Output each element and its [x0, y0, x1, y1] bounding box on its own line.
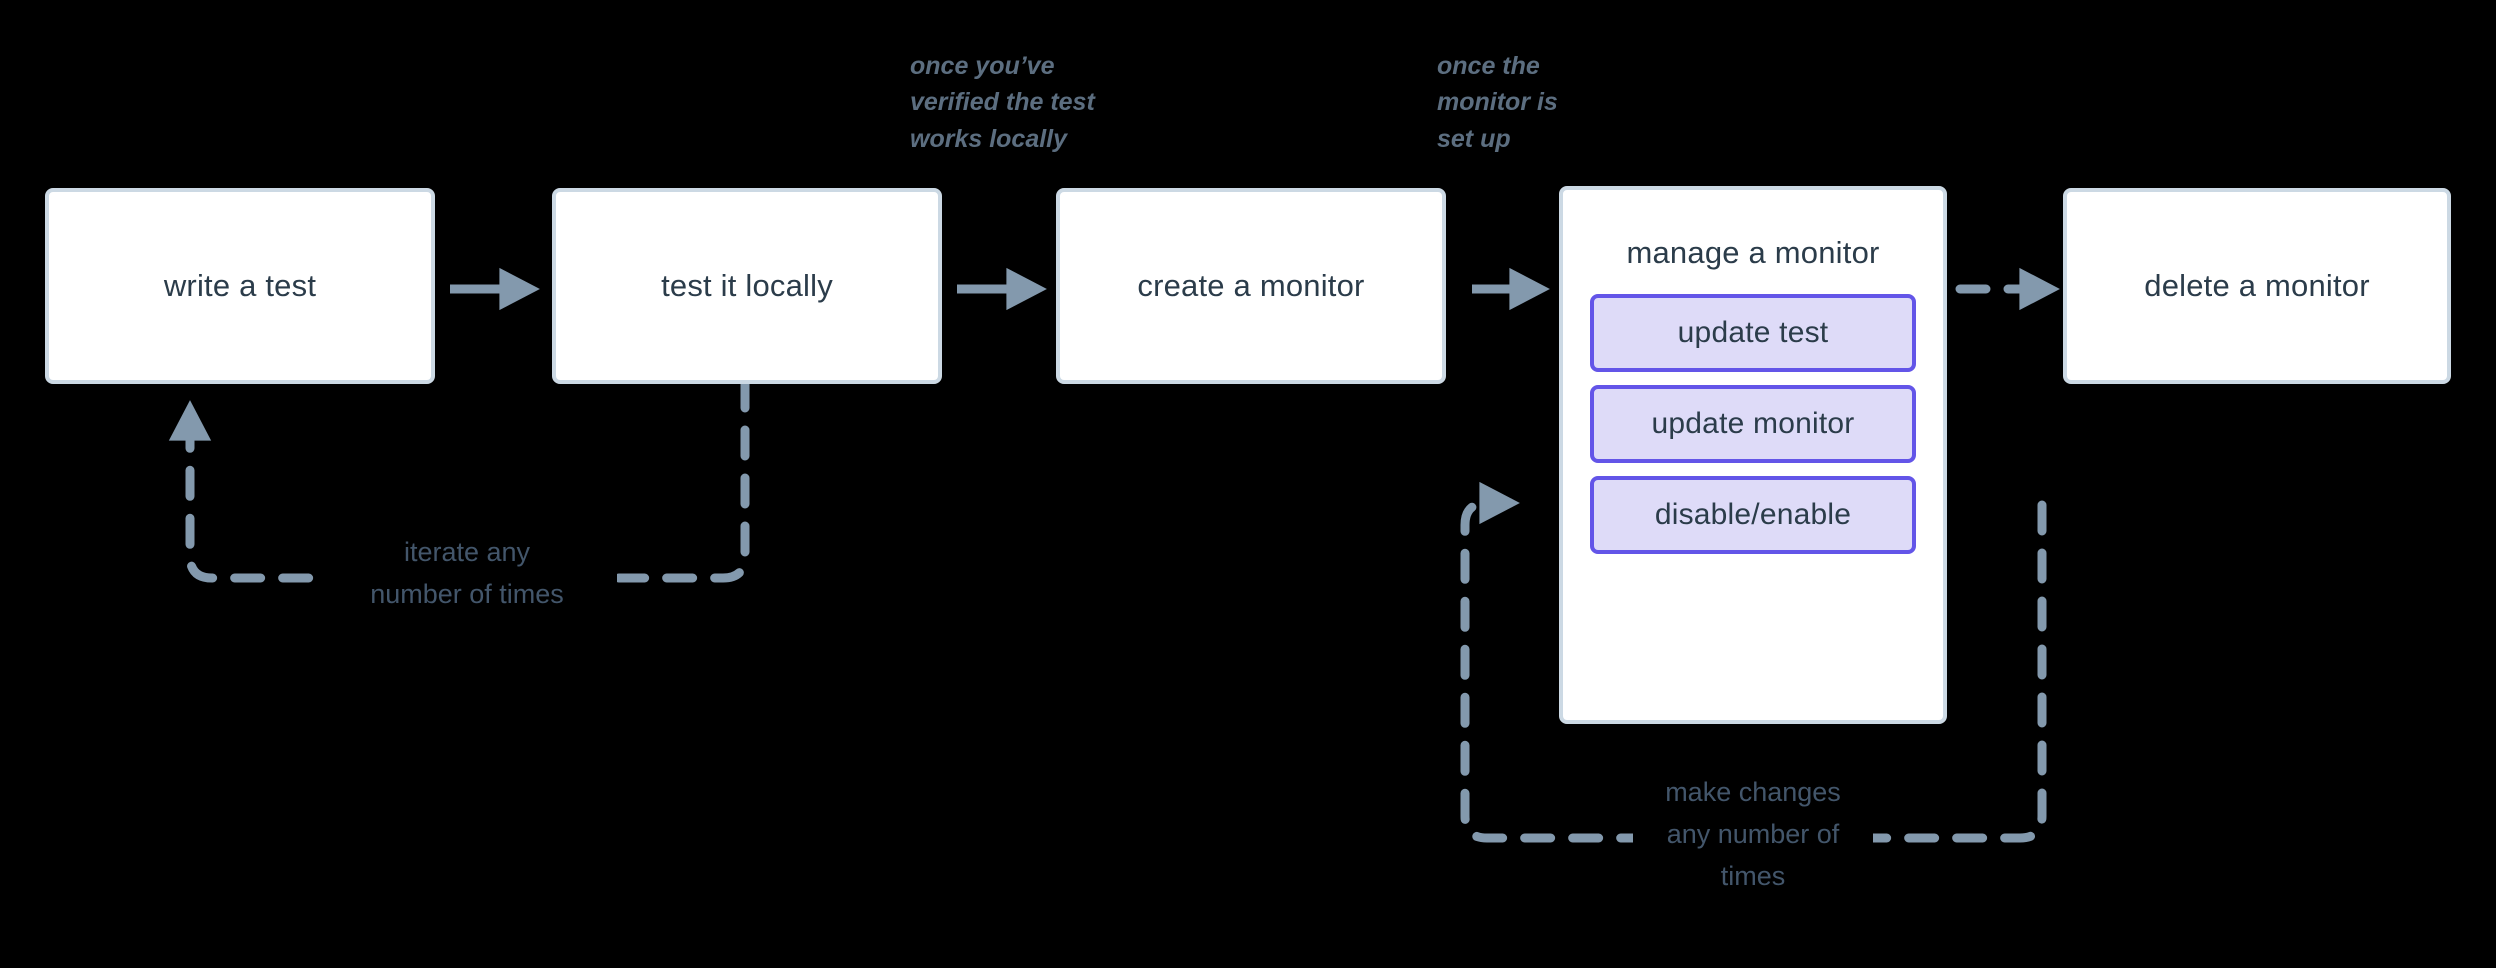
node-create-a-monitor[interactable]: create a monitor	[1056, 188, 1446, 384]
loop-annotation-make-changes: make changes any number of times	[1633, 772, 1873, 898]
sub-node-update-monitor[interactable]: update monitor	[1590, 385, 1916, 463]
node-label-write-a-test: write a test	[163, 268, 317, 303]
sub-node-label-update-test: update test	[1677, 316, 1829, 349]
manage-a-monitor-actions: update test update monitor disable/enabl…	[1590, 294, 1916, 554]
sub-node-update-test[interactable]: update test	[1590, 294, 1916, 372]
edge-annotation-monitor-set-up: once the monitor is set up	[1437, 52, 1558, 153]
node-label-delete-a-monitor: delete a monitor	[2144, 268, 2370, 303]
edge-annotation-verified-test: once you’ve verified the test works loca…	[910, 52, 1095, 153]
node-label-manage-a-monitor: manage a monitor	[1626, 235, 1880, 270]
node-label-create-a-monitor: create a monitor	[1137, 268, 1365, 303]
loop-annotation-iterate: iterate any number of times	[317, 532, 617, 616]
node-test-it-locally[interactable]: test it locally	[552, 188, 942, 384]
node-delete-a-monitor[interactable]: delete a monitor	[2063, 188, 2451, 384]
sub-node-label-disable-enable: disable/enable	[1654, 498, 1852, 531]
node-manage-a-monitor[interactable]: manage a monitor update test update moni…	[1559, 186, 1947, 724]
node-label-test-it-locally: test it locally	[661, 268, 833, 303]
node-write-a-test[interactable]: write a test	[45, 188, 435, 384]
sub-node-disable-enable[interactable]: disable/enable	[1590, 476, 1916, 554]
sub-node-label-update-monitor: update monitor	[1651, 407, 1855, 440]
